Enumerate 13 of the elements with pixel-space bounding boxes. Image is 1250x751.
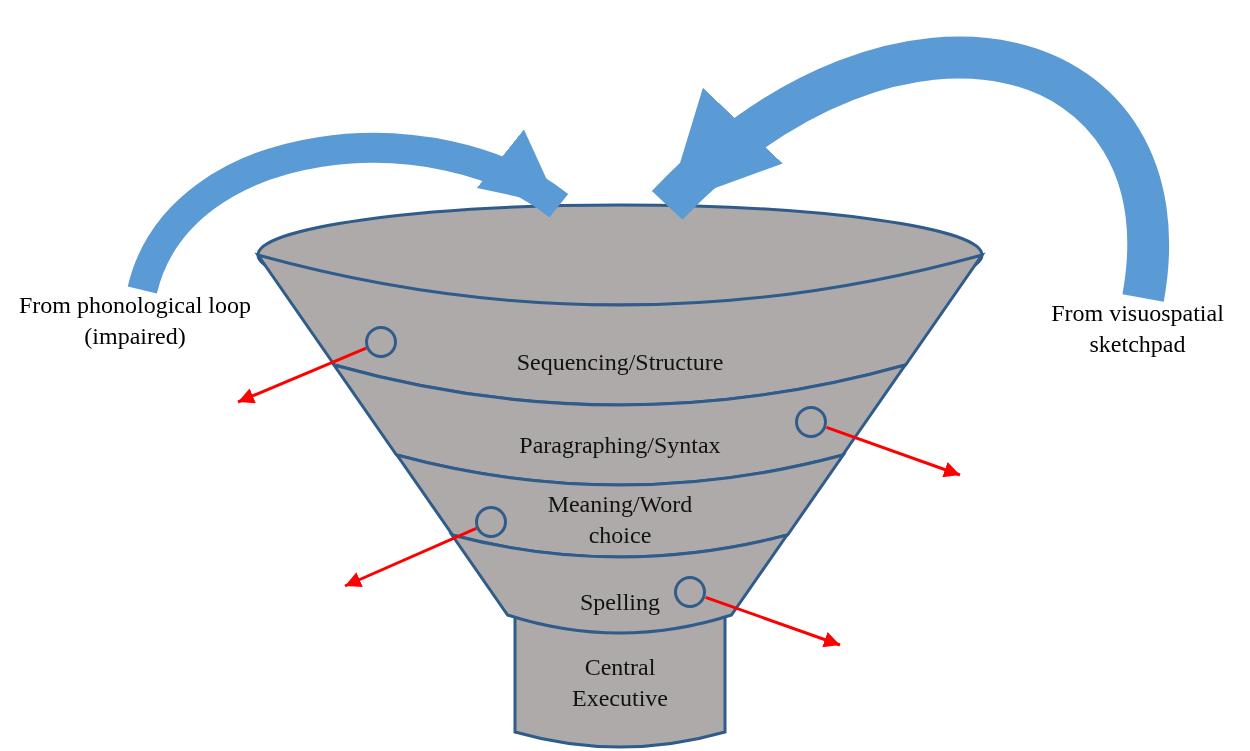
arrow: [705, 595, 841, 648]
leak-circle: [674, 576, 707, 608]
spout-label: Central Executive: [571, 653, 669, 714]
band-label: Spelling: [578, 588, 661, 617]
curved-block-arrow: [128, 133, 568, 296]
leak-circle: [795, 406, 828, 438]
curved-block-arrow: [652, 36, 1169, 300]
arrow: [826, 426, 961, 478]
leak-circle: [474, 506, 507, 538]
source-label: From visuospatial sketchpad: [1025, 298, 1250, 361]
source-label: From phonological loop (impaired): [15, 290, 255, 353]
band-label: Paragraphing/Syntax: [518, 431, 722, 460]
band-label: Meaning/Word choice: [546, 490, 694, 551]
